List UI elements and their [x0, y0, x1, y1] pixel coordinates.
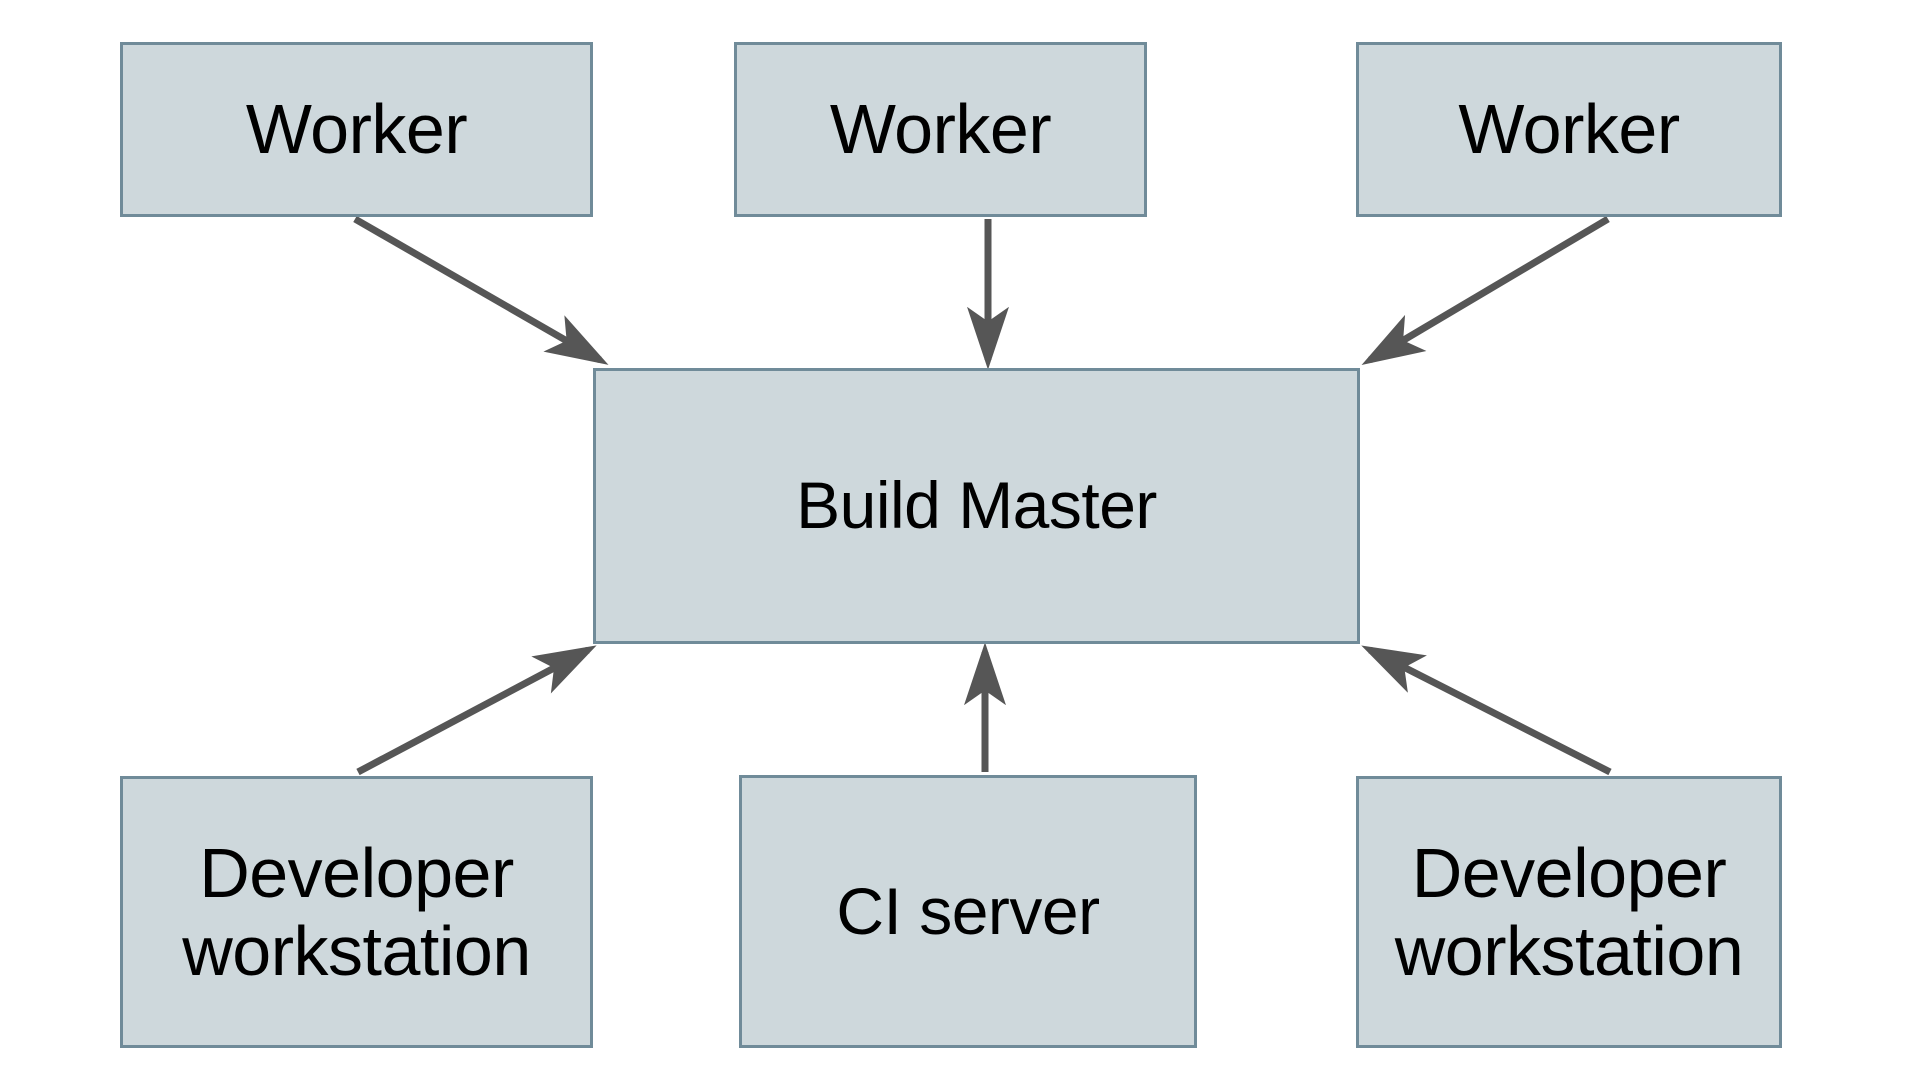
node-build-master-label: Build Master: [796, 468, 1157, 543]
edge-dev-workstation-right-to-build-master: [1361, 645, 1612, 776]
node-worker-1-label: Worker: [245, 90, 468, 169]
edge-worker-3-to-build-master: [1361, 215, 1610, 365]
node-worker-1[interactable]: Worker: [120, 42, 593, 217]
node-worker-3-label: Worker: [1458, 90, 1680, 169]
node-developer-workstation-right[interactable]: Developer workstation: [1356, 776, 1782, 1048]
node-ci-server[interactable]: CI server: [739, 775, 1197, 1048]
node-ci-server-label: CI server: [836, 873, 1100, 948]
edge-worker-1-to-build-master: [353, 215, 609, 365]
node-developer-workstation-right-label: Developer workstation: [1394, 833, 1744, 990]
node-worker-3[interactable]: Worker: [1356, 42, 1782, 217]
edge-dev-workstation-left-to-build-master: [356, 645, 597, 776]
node-developer-workstation-left-label: Developer workstation: [182, 833, 531, 990]
node-worker-2[interactable]: Worker: [734, 42, 1147, 217]
node-worker-2-label: Worker: [829, 90, 1052, 169]
node-build-master[interactable]: Build Master: [593, 368, 1360, 644]
node-developer-workstation-left[interactable]: Developer workstation: [120, 776, 593, 1048]
